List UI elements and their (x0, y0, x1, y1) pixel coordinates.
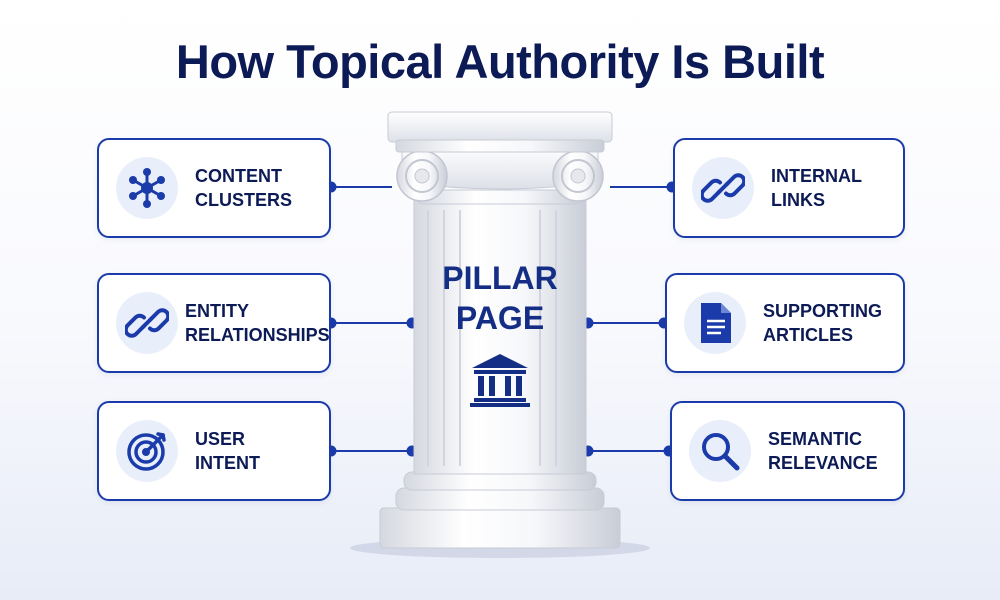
magnifier-icon (702, 433, 740, 471)
card-semantic-relevance: SEMANTIC RELEVANCE (670, 401, 905, 501)
card-label: SEMANTIC RELEVANCE (768, 429, 878, 473)
card-label: INTERNAL LINKS (771, 166, 862, 210)
network-nodes-icon (129, 168, 165, 208)
card-label: SUPPORTING ARTICLES (763, 301, 883, 345)
target-icon (127, 432, 166, 471)
pillar-label-line2: PAGE (455, 300, 545, 336)
page-title: How Topical Authority Is Built (175, 35, 825, 88)
card-label: USER INTENT (195, 429, 260, 473)
card-content-clusters: CONTENT CLUSTERS (97, 138, 331, 238)
card-internal-links: INTERNAL LINKS (673, 138, 905, 238)
card-label: CONTENT CLUSTERS (195, 166, 293, 210)
card-entity-relationships: ENTITY RELATIONSHIPS (97, 273, 331, 373)
card-label: ENTITY RELATIONSHIPS (185, 301, 330, 345)
chain-link-icon (701, 173, 745, 203)
chain-link-icon (125, 308, 169, 338)
document-icon (701, 303, 731, 343)
card-user-intent: USER INTENT (97, 401, 331, 501)
pillar-page-label: PILLAR PAGE (400, 258, 600, 338)
card-supporting-articles: SUPPORTING ARTICLES (665, 273, 905, 373)
pillar-label-line1: PILLAR (442, 260, 558, 296)
bank-building-icon (470, 354, 530, 407)
